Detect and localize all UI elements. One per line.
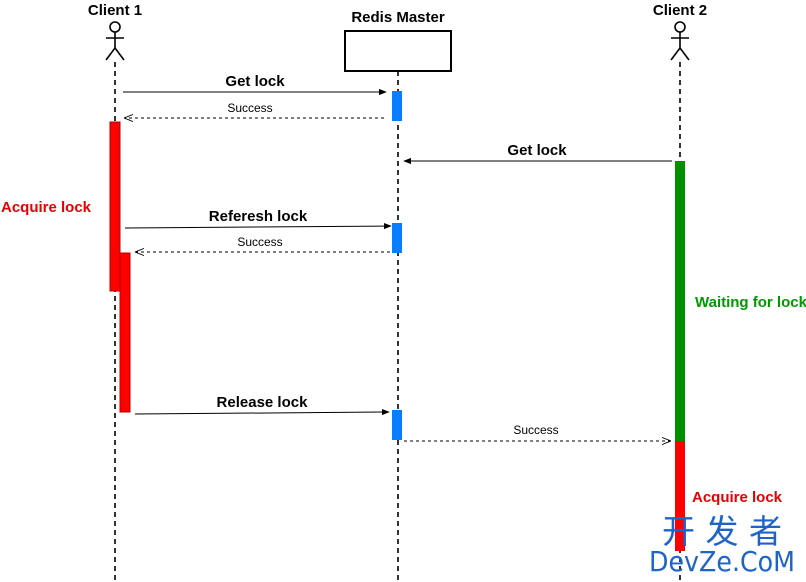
client-1-label: Client 1 [88, 2, 142, 19]
client-2-lock-held-bar [675, 441, 685, 551]
client-2-waiting-bar [675, 161, 685, 441]
watermark-chinese-text: 开 发 者 [662, 512, 782, 551]
client-1-lock-refreshed-bar [119, 252, 131, 413]
client-2-label: Client 2 [653, 2, 707, 19]
message-success-3: Success [404, 423, 670, 441]
redis-master-label: Redis Master [351, 9, 445, 26]
participant-client-1: Client 1 [88, 2, 142, 582]
waiting-for-lock-note: Waiting for lock [695, 294, 806, 311]
success-1-label: Success [227, 101, 272, 115]
client-1-lock-held-bar [109, 121, 121, 292]
watermark-domain-text: DevZe.CoM [649, 545, 795, 578]
release-lock-label: Release lock [217, 394, 309, 411]
acquire-lock-note-client-2: Acquire lock [692, 489, 783, 506]
redis-master-box [344, 30, 452, 72]
message-refresh-lock: Referesh lock [124, 208, 392, 230]
participant-redis-master: Redis Master [344, 9, 452, 582]
devze-watermark-logo: 开 发 者 DevZe.CoM [649, 512, 795, 578]
success-2-label: Success [237, 235, 282, 249]
message-success-1: Success [125, 101, 384, 118]
message-release-lock: Release lock [134, 394, 390, 416]
message-get-lock-client-2: Get lock [403, 142, 672, 165]
get-lock-2-label: Get lock [507, 142, 567, 159]
master-activation-release [392, 410, 402, 440]
refresh-lock-label: Referesh lock [209, 208, 308, 225]
get-lock-1-label: Get lock [225, 73, 285, 90]
master-activation-refresh [392, 223, 402, 253]
master-activation-get-lock [392, 91, 402, 121]
client-2-actor-icon [670, 21, 690, 61]
message-get-lock-client-1: Get lock [123, 73, 387, 96]
acquire-lock-note-client-1: Acquire lock [1, 199, 92, 216]
client-1-actor-icon [105, 21, 125, 61]
message-success-2: Success [136, 235, 390, 252]
success-3-label: Success [513, 423, 558, 437]
